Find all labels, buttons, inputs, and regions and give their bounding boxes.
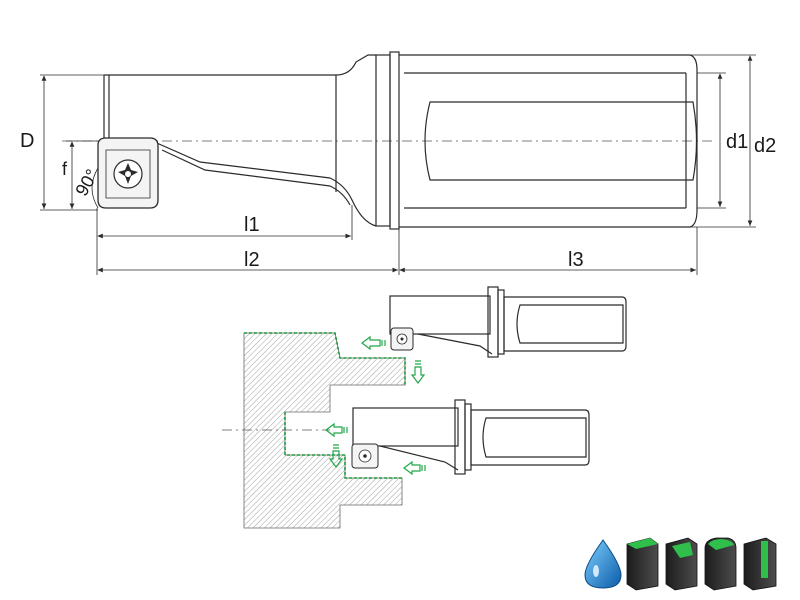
tool-flange	[375, 54, 391, 227]
dimension-l3: l3	[399, 227, 698, 275]
coolant-drop-icon	[584, 539, 622, 589]
dimension-d1-label: d1	[726, 131, 748, 153]
tool-body-top	[104, 54, 376, 76]
lower-tool	[351, 399, 590, 475]
feed-arrow-down-2	[328, 444, 344, 468]
dimension-l1-label: l1	[244, 214, 260, 236]
workpiece	[243, 332, 406, 529]
feed-arrow-left-3	[403, 460, 426, 476]
dimension-d1: d1	[697, 72, 748, 209]
dimension-d2: d2	[399, 54, 776, 228]
dimension-f-label: f	[62, 159, 68, 179]
upper-insert	[390, 327, 414, 351]
feed-arrow-down-1	[410, 360, 426, 384]
machining-diagram	[222, 286, 627, 529]
machined-contour	[244, 332, 406, 385]
dimension-l2-label: l2	[244, 249, 260, 271]
feed-arrow-left-1	[361, 335, 386, 351]
insert-grade-icon-3	[704, 537, 737, 591]
tool-flute	[149, 139, 377, 227]
dimension-l2: l2	[97, 227, 400, 275]
dimension-d2-label: d2	[754, 135, 776, 157]
feed-arrow-left-2	[325, 422, 348, 438]
insert-grade-icon-2	[665, 537, 698, 591]
dimension-D: D	[20, 74, 104, 211]
dimension-l3-label: l3	[568, 249, 584, 271]
dimension-D-label: D	[20, 130, 34, 152]
insert-grade-icon-1	[626, 537, 659, 591]
icon-row	[584, 537, 777, 591]
lower-insert	[351, 443, 379, 469]
upper-tool	[389, 286, 627, 358]
dimension-l1: l1	[96, 205, 353, 275]
dimension-f: f	[62, 140, 98, 209]
shank-flat	[424, 101, 698, 181]
main-tool-drawing: D f 90° l1 l2 l3	[20, 51, 776, 275]
cutting-insert	[97, 137, 159, 209]
insert-grade-icon-4	[743, 537, 777, 591]
